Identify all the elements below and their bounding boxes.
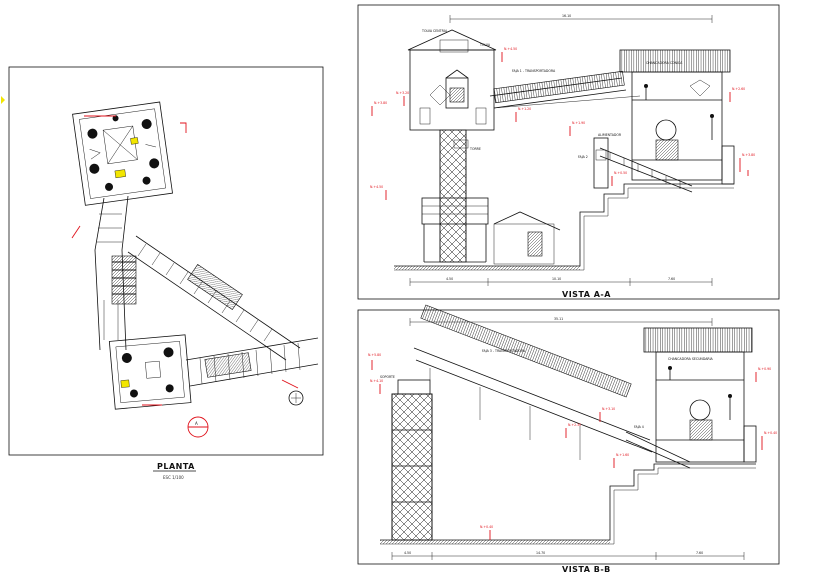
conveyor-a-label: FAJA 1 - TRANSPORTADORA bbox=[512, 69, 556, 73]
plan-red-mark-5 bbox=[281, 379, 299, 389]
plan-edge-marker bbox=[1, 96, 5, 104]
tower-roof-label: TOLVA CENTRAL bbox=[421, 29, 448, 33]
plan-top-platform bbox=[72, 101, 173, 206]
lower-b-label: FAJA 4 bbox=[634, 425, 644, 429]
section-a-tower: TOLVA CENTRAL TOLVA TORRE bbox=[407, 29, 497, 263]
level-a7: N.+1.20 bbox=[518, 107, 531, 111]
section-b-lower-conveyor: FAJA 4 bbox=[625, 425, 691, 469]
section-b-frame bbox=[357, 309, 780, 565]
level-b1: N.+5.80 bbox=[368, 353, 381, 357]
dim-b-bottom-right: 7.60 bbox=[696, 551, 703, 555]
section-b-levels: N.+5.80 N.+4.10 N.+3.10 N.+2.30 N.+1.60 … bbox=[368, 353, 777, 540]
tower-b-label: SOPORTE bbox=[380, 375, 395, 379]
dim-a-bottom-left: 4.50 bbox=[446, 277, 453, 281]
section-b-right-house: CHANCADORA SECUNDARIA bbox=[643, 327, 757, 463]
plan-main-chute bbox=[94, 195, 137, 351]
section-a-title: VISTA A-A bbox=[562, 290, 611, 299]
plan-frame bbox=[8, 66, 324, 456]
plan-red-mark-1 bbox=[180, 122, 187, 133]
section-a-right-house: CHANCADORA CONICA bbox=[619, 49, 731, 181]
level-a6: N.+3.20 bbox=[396, 91, 409, 95]
section-a-levels: N.+4.50 N.+3.80 N.+3.20 N.+1.20 N.+2.60 … bbox=[370, 47, 755, 200]
plan-scale: ESC 1/100 bbox=[163, 475, 184, 480]
dim-b-bottom-left: 4.50 bbox=[404, 551, 411, 555]
level-a2-right: N.+3.80 bbox=[742, 153, 755, 157]
conveyor-b-label: FAJA 3 - TRANSPORTADORA bbox=[482, 349, 526, 353]
plan-red-mark-2 bbox=[71, 225, 81, 239]
dim-a-bottom-right: 7.60 bbox=[668, 277, 675, 281]
level-a1-low: N.+4.50 bbox=[370, 185, 383, 189]
section-a-incline: ALIMENTADOR FAJA 2 bbox=[578, 133, 693, 193]
level-a1: N.+4.50 bbox=[504, 47, 517, 51]
level-b4: N.+1.60 bbox=[616, 453, 629, 457]
dim-b-bottom-mid: 14.70 bbox=[536, 551, 545, 555]
tower-label: TORRE bbox=[469, 147, 481, 151]
plan-bottom-conveyor bbox=[185, 337, 319, 406]
dim-a-bottom-mid: 10.10 bbox=[552, 277, 561, 281]
plan-view: A PLANTA ESC 1/100 bbox=[1, 66, 324, 480]
right-house-label-b: CHANCADORA SECUNDARIA bbox=[668, 357, 714, 361]
level-b5: N.+0.90 bbox=[758, 367, 771, 371]
stair-label-a: FAJA 2 bbox=[578, 155, 588, 159]
plan-diagonal-conveyor bbox=[127, 235, 301, 361]
plan-section-marker[interactable]: A bbox=[187, 416, 209, 438]
level-b6: N.+0.40 bbox=[764, 431, 777, 435]
level-a2: N.+3.80 bbox=[374, 101, 387, 105]
level-b3: N.+2.30 bbox=[568, 423, 581, 427]
dim-a-top: 16.10 bbox=[562, 14, 571, 18]
level-a4: N.+1.90 bbox=[572, 121, 585, 125]
level-b2: N.+4.10 bbox=[370, 379, 383, 383]
section-a-ground bbox=[394, 145, 735, 271]
level-a3: N.+2.60 bbox=[732, 87, 745, 91]
section-b-tower: SOPORTE bbox=[380, 375, 433, 541]
plan-title: PLANTA bbox=[157, 462, 195, 471]
section-a-shed bbox=[493, 211, 561, 265]
section-a-frame bbox=[357, 4, 780, 300]
right-house-label-a: CHANCADORA CONICA bbox=[646, 61, 683, 65]
dim-b-top: 35.11 bbox=[554, 317, 563, 321]
level-b7: N.+3.10 bbox=[602, 407, 615, 411]
chute-label-a: ALIMENTADOR bbox=[598, 133, 622, 137]
section-a-view: 16.10 TOLVA CENTRAL TOLVA TORRE bbox=[357, 4, 780, 300]
level-a5: N.+0.50 bbox=[614, 171, 627, 175]
section-b-conveyor: FAJA 3 - TRANSPORTADORA bbox=[413, 304, 653, 460]
section-b-view: 35.11 SOPORTE FAJA 3 - TRANSPORTADORA CH… bbox=[357, 304, 780, 574]
section-a-conveyor: FAJA 1 - TRANSPORTADORA bbox=[489, 69, 641, 109]
section-b-title: VISTA B-B bbox=[562, 565, 611, 574]
plan-section-marker-letter: A bbox=[195, 421, 198, 426]
plan-lower-platform bbox=[108, 334, 192, 410]
level-b6-low: N.+0.40 bbox=[480, 525, 493, 529]
section-b-ground bbox=[380, 463, 756, 545]
tower-hoist-label: TOLVA bbox=[479, 43, 491, 47]
